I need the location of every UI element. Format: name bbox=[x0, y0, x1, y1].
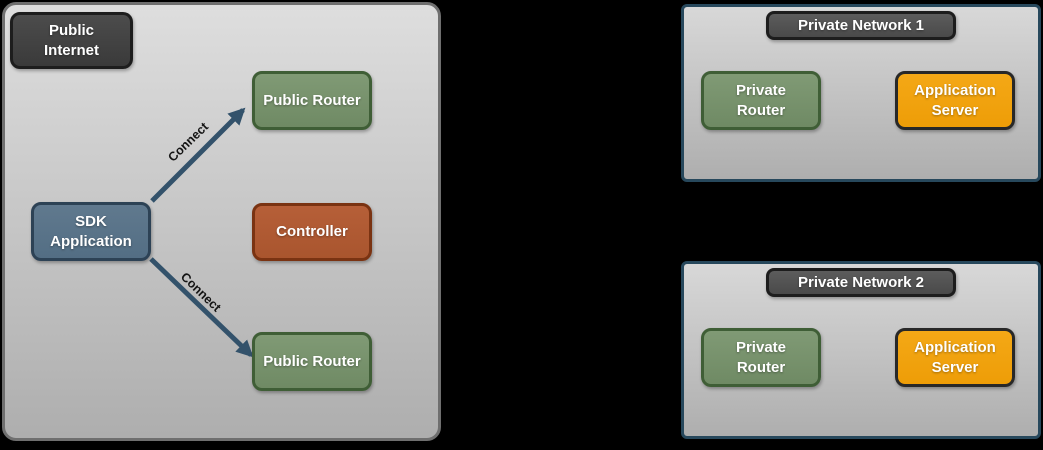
private-network-1-zone: Private Network 1 Private Router Applica… bbox=[681, 4, 1041, 182]
public-internet-zone: Public Internet Connect Connect Public R… bbox=[2, 2, 441, 441]
node-public-router-bottom: Public Router bbox=[252, 332, 372, 391]
connect-label-bottom: Connect bbox=[178, 270, 224, 315]
node-private-router-1: Private Router bbox=[701, 71, 821, 130]
node-private-router-2: Private Router bbox=[701, 328, 821, 387]
private-network-1-title: Private Network 1 bbox=[766, 11, 956, 40]
private-network-2-title: Private Network 2 bbox=[766, 268, 956, 297]
node-application-server-1: Application Server bbox=[895, 71, 1015, 130]
connect-label-top: Connect bbox=[165, 119, 211, 164]
node-sdk-application: SDK Application bbox=[31, 202, 151, 261]
connect-arrow-bottom bbox=[149, 257, 254, 358]
private-network-2-zone: Private Network 2 Private Router Applica… bbox=[681, 261, 1041, 439]
public-internet-badge: Public Internet bbox=[10, 12, 133, 69]
connect-arrow-top bbox=[150, 107, 246, 203]
node-public-router-top: Public Router bbox=[252, 71, 372, 130]
node-application-server-2: Application Server bbox=[895, 328, 1015, 387]
node-controller: Controller bbox=[252, 203, 372, 261]
